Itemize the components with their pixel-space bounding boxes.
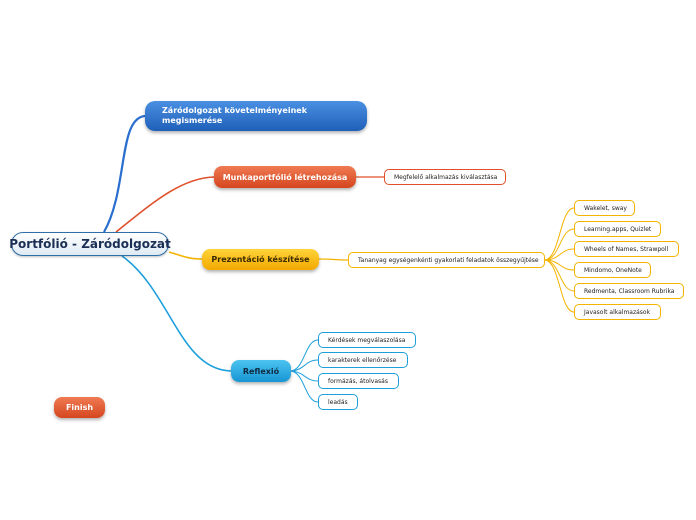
leaf-mindomo-onenote[interactable]: Mindomo, OneNote [574,262,651,278]
subtopic-character-check[interactable]: karakterek ellenőrzése [318,352,408,368]
link-leaf-3 [544,248,575,261]
link-topic-4-child-4 [290,370,319,403]
link-root-to-topic-2 [115,176,215,233]
topic-reflection[interactable]: Reflexió [231,360,291,382]
link-topic-4-child-1 [290,339,319,372]
subtopic-answer-questions[interactable]: Kérdések megválaszolása [318,332,416,348]
leaf-suggested-apps[interactable]: Javasolt alkalmazások [574,304,661,320]
topic-requirements[interactable]: Záródolgozat követelményeinek megismerés… [145,101,367,131]
link-root-to-topic-4 [121,255,232,372]
link-topic-3-child [318,258,349,261]
link-leaf-1 [544,207,575,261]
subtopic-submission[interactable]: leadás [318,394,358,410]
leaf-redmenta-rubrika[interactable]: Redmenta, Classroom Rubrika [574,283,684,299]
link-root-to-topic-1 [103,114,146,233]
topic-work-portfolio[interactable]: Munkaportfólió létrehozása [214,166,356,188]
link-leaf-6 [544,259,575,313]
link-topic-4-child-2 [290,359,319,372]
topic-presentation[interactable]: Prezentáció készítése [202,249,319,270]
leaf-learningapps-quizlet[interactable]: Learning.apps, Quizlet [574,221,661,237]
link-leaf-2 [544,228,575,261]
subtopic-collect-exercises[interactable]: Tananyag egységenkénti gyakorlati felada… [348,252,545,268]
leaf-wakelet-sway[interactable]: Wakelet, sway [574,200,635,216]
leaf-wheels-strawpoll[interactable]: Wheels of Names, Strawpoll [574,241,679,257]
floating-topic-finish[interactable]: Finish [54,397,105,418]
link-root-to-topic-3 [168,251,203,260]
subtopic-formatting-proofreading[interactable]: formázás, átolvasás [318,373,399,389]
central-topic[interactable]: Portfólió - Záródolgozat [9,232,171,256]
subtopic-choose-app[interactable]: Megfelelő alkalmazás kiválasztása [384,169,506,185]
